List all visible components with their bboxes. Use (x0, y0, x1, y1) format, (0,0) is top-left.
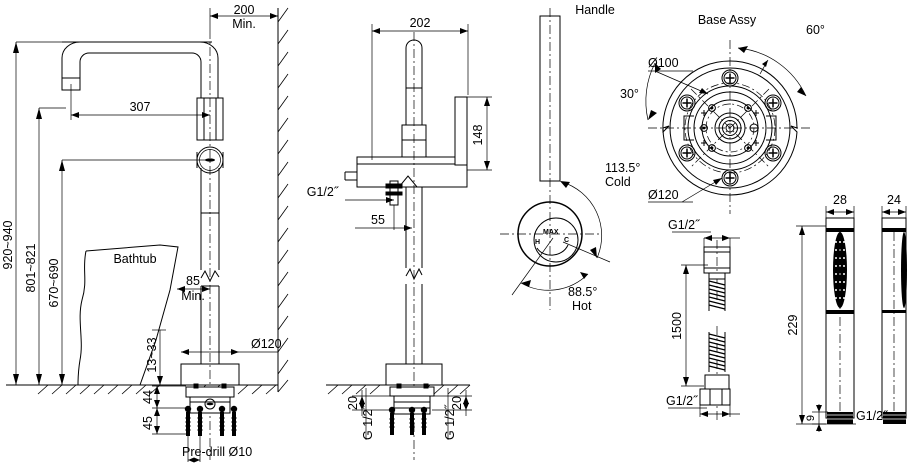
dim-wall-clearance-qualifier: Min. (232, 17, 256, 31)
dimensions-handsets: 28 24 229 9 G1/2˝ (786, 193, 907, 432)
dim-below-floor-a: 44 (141, 390, 155, 404)
dim-angle-30: 30° (620, 87, 639, 101)
cold-arc: 113.5° Cold (560, 161, 640, 263)
base-assy-title: Base Assy (698, 13, 757, 27)
bathtub-outline (77, 244, 179, 386)
dim-side-width: 202 (410, 16, 431, 30)
angle-60: 60° (737, 23, 825, 97)
handset-a (825, 217, 855, 424)
dim-floor-plate-dia: Ø120 (251, 337, 282, 351)
dim-hose-length: 1500 (670, 312, 684, 340)
base-inner-bolts (700, 104, 752, 152)
anchor-bolts (184, 405, 238, 436)
label-hose-top-thread: G1/2˝ (668, 218, 700, 232)
label-predrill: Pre-drill Ø10 (182, 445, 252, 459)
dim-angle-60: 60° (806, 23, 825, 37)
hose-coil-upper (708, 272, 726, 311)
base-screws (678, 69, 782, 187)
dimensions-front: 200 Min. 307 920~940 801~821 670~690 Bat… (1, 3, 282, 463)
dim-handset-a-width: 28 (833, 193, 847, 207)
riser-side (385, 32, 443, 460)
dimensions-hose: G1/2˝ 1500 G1/2˝ (666, 218, 740, 417)
dim-tub-clearance-qualifier: Min. (181, 289, 205, 303)
handle-title: Handle (575, 3, 615, 17)
dim-cold-angle: 113.5° (605, 161, 640, 175)
base-small-marks (701, 110, 759, 146)
view-side-elevation: 202 148 G1/2˝ 55 20 G 1/2˝ 20 (307, 16, 492, 460)
leader-dia120: Ø120 (648, 177, 723, 203)
label-hose-bottom-thread: G1/2˝ (666, 394, 698, 408)
dim-handset-b-width: 24 (887, 193, 901, 207)
dim-hot-angle: 88.5° (568, 285, 597, 299)
label-handset-thread: G1/2˝ (856, 409, 888, 423)
dim-outer-dia: Ø120 (648, 188, 679, 202)
hot-arc: 88.5° Hot (511, 237, 597, 313)
label-bathtub: Bathtub (113, 252, 156, 266)
dim-height-mid: 801~821 (24, 243, 38, 292)
dim-tub-clearance: 85 (186, 274, 200, 288)
dim-thread-length: 9 (805, 415, 817, 421)
dimensions-side: 202 148 G1/2˝ 55 20 G 1/2˝ 20 (307, 16, 492, 440)
dim-buried-b: 20 (450, 396, 464, 410)
label-inlet-right: G 1/2˝ (443, 404, 457, 440)
hose-coil-lower (708, 326, 726, 420)
spout-gooseneck (61, 41, 219, 92)
label-hot: Hot (572, 299, 592, 313)
below-floor-assembly (184, 383, 238, 436)
handle-mark-cold: C (564, 237, 569, 244)
leader-dia100: Ø100 (648, 56, 709, 95)
dim-buried-a: 20 (346, 396, 360, 410)
handle-mark-center: MAX (543, 229, 559, 236)
dim-below-floor-b: 45 (141, 416, 155, 430)
dim-bolt-circle: Ø100 (648, 56, 679, 70)
angle-30: 30° (620, 62, 661, 121)
label-cold: Cold (605, 175, 631, 189)
handle-mark-hot: H (535, 239, 540, 246)
dim-wall-clearance: 200 (234, 3, 255, 17)
riser-column (180, 30, 240, 460)
dim-floor-range: 13~33 (145, 337, 159, 372)
dim-height-low: 670~690 (47, 258, 61, 307)
below-floor-side (388, 383, 435, 435)
wall (277, 7, 289, 393)
label-inlet-left: G 1/2˝ (361, 404, 375, 440)
view-handle: Handle H MAX C 113.5° Cold 88.5° Hot (500, 3, 640, 313)
view-front-elevation: 200 Min. 307 920~940 801~821 670~690 Bat… (1, 3, 289, 463)
handset-b-grip (901, 232, 907, 308)
label-inlet-thread: G1/2˝ (307, 185, 339, 199)
view-handsets: 28 24 229 9 G1/2˝ (786, 193, 907, 432)
view-base-assy: Base Assy (620, 13, 825, 214)
dim-holder-height: 148 (471, 125, 485, 146)
dim-handset-length: 229 (786, 315, 800, 336)
handset-b (881, 217, 907, 424)
dim-height-total: 920~940 (1, 220, 15, 269)
dim-spout-reach: 307 (130, 100, 151, 114)
view-hose: G1/2˝ 1500 G1/2˝ (666, 218, 740, 420)
dim-inlet-height: 55 (371, 213, 385, 227)
